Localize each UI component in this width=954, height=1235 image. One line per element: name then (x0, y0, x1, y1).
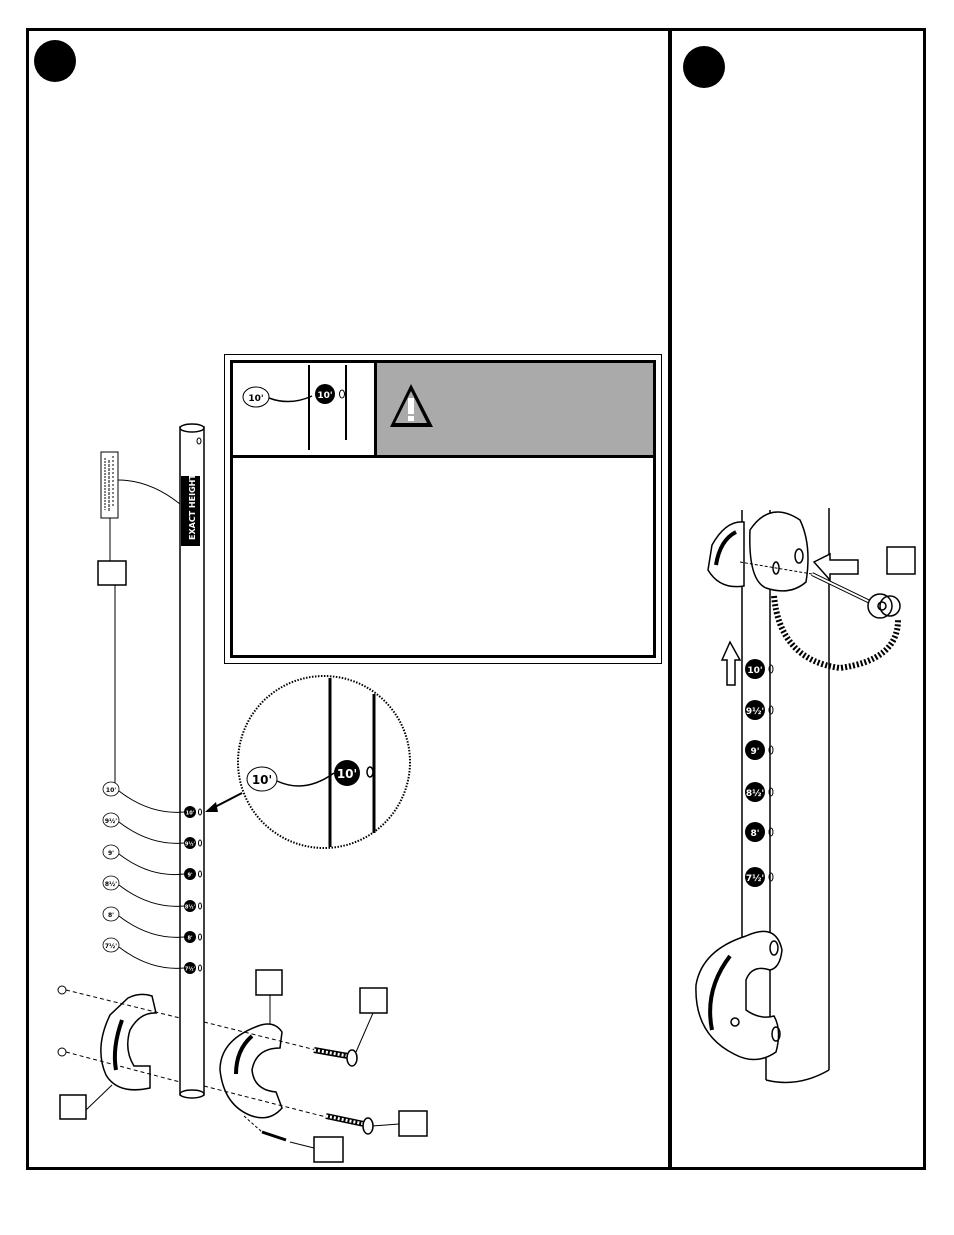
height-sticker-text: 8½' (105, 881, 117, 888)
height-sticker-text: 10' (106, 787, 116, 794)
right-height-tag: 9' (745, 740, 774, 760)
callout-box-bracket (255, 969, 283, 996)
height-sticker: 7½' 7½' (102, 937, 202, 974)
callout-box-bolt-top (359, 987, 388, 1014)
height-sticker-text: 9½' (105, 818, 117, 825)
height-sticker-text: 9' (108, 850, 114, 857)
warning-box (230, 360, 656, 658)
warning-box-outer (224, 354, 662, 664)
pole-height-tag-text: 9½' (185, 841, 196, 848)
pole-height-tag (184, 900, 196, 912)
right-height-tag-text: 8½' (746, 788, 764, 799)
warning-divider-vertical (374, 360, 377, 457)
right-height-tag-text: 7½' (746, 873, 764, 884)
callout-box-bracket-back (59, 1094, 87, 1120)
pole: EXACT HEIGHT (179, 423, 205, 1099)
right-height-tag: 10' (745, 659, 774, 679)
callout-box-screw (313, 1136, 344, 1163)
zoom-label: 10' (252, 773, 272, 787)
pole-label-text: EXACT HEIGHT (188, 474, 197, 540)
bracket-back (57, 985, 181, 1091)
right-height-tag-text: 9½' (746, 706, 764, 717)
right-pole-assembly (695, 508, 901, 1084)
pole-height-tag-text: 8½' (185, 904, 196, 911)
right-height-tag: 8' (745, 822, 774, 842)
warning-mini-pole: 10' 10' (242, 365, 347, 450)
height-sticker-text: 7½' (105, 943, 117, 950)
step-number-badge-left (34, 40, 76, 82)
warning-divider-horizontal (230, 455, 656, 458)
pole-height-tag-text: 8' (187, 936, 192, 942)
warning-mini-tag: 10' (317, 391, 332, 401)
height-label-sticker (181, 476, 200, 546)
height-sticker: 9' 9' (102, 844, 202, 880)
pole-height-tag (184, 868, 196, 880)
height-sticker: 8½' 8½' (102, 875, 202, 912)
height-sticker: 8' 8' (102, 906, 202, 943)
height-sticker-text: 8' (108, 912, 114, 919)
height-sticker-list: 10' 10' 9½' 9½' 9' 9' 8½' 8½' 8' 8' 7½' 7½' (102, 781, 202, 974)
bolt-bottom (325, 1113, 374, 1135)
right-height-tag-text: 8' (750, 829, 759, 839)
right-height-tag-text: 10' (747, 666, 762, 676)
callout-box-bolt-bottom (398, 1110, 428, 1137)
right-height-tag: 8½' (745, 782, 774, 802)
height-sticker: 9½' 9½' (102, 812, 202, 849)
right-height-tag-text: 9' (750, 747, 759, 757)
pole-height-tag-text: 9' (187, 873, 192, 879)
height-sticker: 10' 10' (102, 781, 202, 818)
pole-height-tag (184, 962, 196, 974)
label-sheet (100, 451, 181, 562)
pole-height-tag-text: 10' (186, 811, 195, 817)
bolt-top (313, 1047, 358, 1067)
callout-box-pin (886, 546, 916, 575)
step-number-badge-right (683, 46, 725, 88)
small-screw (243, 1115, 287, 1142)
right-height-tag: 7½' (745, 867, 774, 887)
instruction-frame (26, 28, 926, 1170)
warning-mini-label: 10' (248, 394, 263, 404)
pole-height-tag (184, 931, 196, 943)
zoom-tag: 10' (337, 767, 357, 781)
pole-height-tag-text: 7½' (185, 966, 196, 973)
bracket-front (203, 1021, 331, 1119)
panel-divider (668, 28, 672, 1170)
right-height-marks: 10' 9½' 9' 8½' 8' 7½' (745, 659, 774, 887)
callout-box-label (97, 560, 127, 586)
pole-height-tag (184, 837, 196, 849)
right-height-tag: 9½' (745, 700, 774, 720)
pole-height-tag (184, 806, 196, 818)
warning-triangle-icon (390, 384, 433, 427)
zoom-detail: 10' 10' (205, 675, 411, 849)
